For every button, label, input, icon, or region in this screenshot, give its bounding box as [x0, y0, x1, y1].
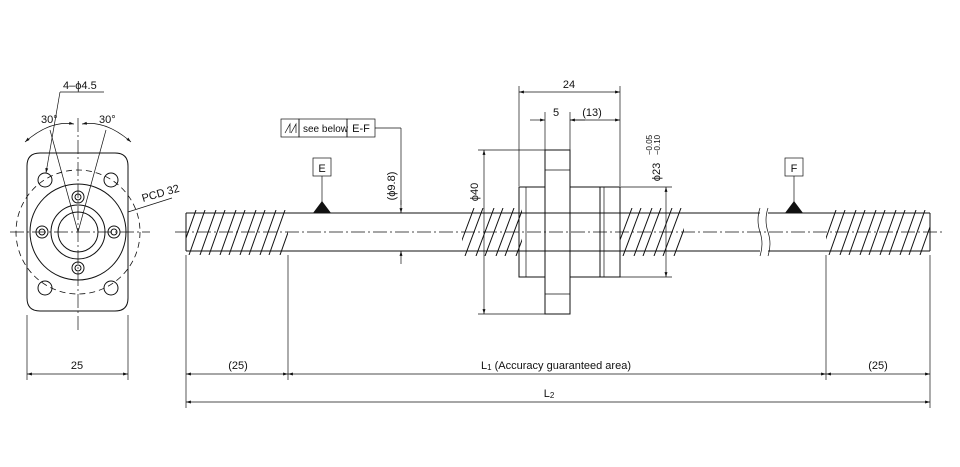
tolerance-datum-ref: E-F	[352, 123, 370, 135]
mount-hole-tl	[37, 172, 53, 188]
body-dia-dim: ϕ23	[651, 163, 663, 181]
total-runout-icon	[284, 122, 297, 134]
tolerance-see-below: see below	[303, 124, 349, 135]
end-left-dim: (25)	[228, 360, 248, 372]
flange-dia-dim: ϕ40	[469, 183, 481, 201]
thread-right	[826, 210, 930, 255]
nut-length-dim: 24	[563, 79, 575, 91]
flange-width-dim: 25	[71, 360, 83, 372]
l1-dim: L1 (Accuracy guaranteed area)	[481, 360, 631, 372]
body-tol-lower: −0.10	[653, 134, 662, 155]
flange-outline	[26, 152, 129, 312]
flange-end-view: 30° 30° 4–ϕ4.5 PCD 32 25	[10, 80, 181, 380]
break-line-right	[765, 207, 771, 257]
mount-hole-br	[103, 280, 119, 296]
mount-hole-bl	[37, 280, 53, 296]
angle-left-label: 30°	[41, 114, 58, 126]
end-right-dim: (25)	[868, 360, 888, 372]
tolerance-frame: see below E-F	[280, 118, 402, 205]
break-line-left	[757, 207, 763, 257]
datum-f-label: F	[791, 163, 798, 175]
flange-thickness-dim: 5	[553, 107, 559, 119]
datum-f-triangle	[785, 201, 803, 213]
datum-e-triangle	[313, 201, 331, 213]
nut-seal-right	[599, 186, 621, 278]
nut-body-length-dim: (13)	[582, 107, 602, 119]
l2-dim: L2	[544, 388, 555, 400]
hole-callout: 4–ϕ4.5	[63, 80, 97, 92]
mount-hole-tr	[103, 172, 119, 188]
thread-middle-right	[620, 208, 684, 256]
angle-right-label: 30°	[99, 114, 116, 126]
shaft-dia-dim: (ϕ9.8)	[386, 172, 398, 201]
body-tol-upper: −0.05	[645, 134, 654, 155]
thread-left	[186, 210, 288, 255]
screw-shaft: E F see below E-F (ϕ9.8) ϕ40 ϕ2	[175, 79, 945, 408]
datum-e-label: E	[318, 163, 325, 175]
